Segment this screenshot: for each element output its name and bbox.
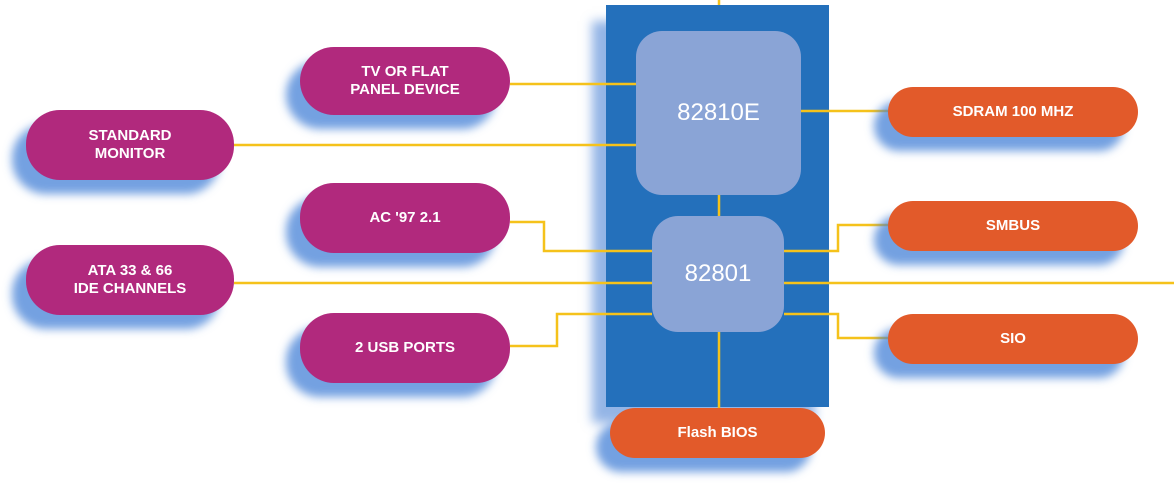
south-bridge-label: 82801 <box>684 260 752 287</box>
device-label-line: IDE CHANNELS <box>73 280 187 297</box>
device-sio: SIO <box>888 314 1138 364</box>
device-label-line: PANEL DEVICE <box>350 81 460 98</box>
device-label-line: TV OR FLAT <box>361 63 449 80</box>
device-flash-bios: Flash BIOS <box>610 408 825 458</box>
device-label-line: 2 USB PORTS <box>354 339 456 356</box>
device-ac97: AC '97 2.1 <box>300 183 510 253</box>
wire-smbus <box>784 223 888 253</box>
device-label: SIO <box>1000 330 1026 347</box>
device-label-line: STANDARD <box>88 127 172 144</box>
device-label: SMBUS <box>985 217 1041 234</box>
wire-sio <box>784 312 888 340</box>
device-label: Flash BIOS <box>677 424 758 441</box>
device-label-line: AC '97 2.1 <box>369 209 441 226</box>
device-label-line: ATA 33 & 66 <box>87 262 173 279</box>
south-bridge-chip: 82801 <box>652 216 784 332</box>
wire-usb <box>510 312 652 348</box>
device-label: SDRAM 100 MHZ <box>952 103 1074 120</box>
device-sdram: SDRAM 100 MHZ <box>888 87 1138 137</box>
device-usb-ports: 2 USB PORTS <box>300 313 510 383</box>
wire-ac97 <box>510 220 652 253</box>
north-bridge-label: 82810E <box>677 99 760 126</box>
device-label-line: MONITOR <box>94 145 166 162</box>
device-smbus: SMBUS <box>888 201 1138 251</box>
north-bridge-chip: 82810E <box>636 31 801 195</box>
